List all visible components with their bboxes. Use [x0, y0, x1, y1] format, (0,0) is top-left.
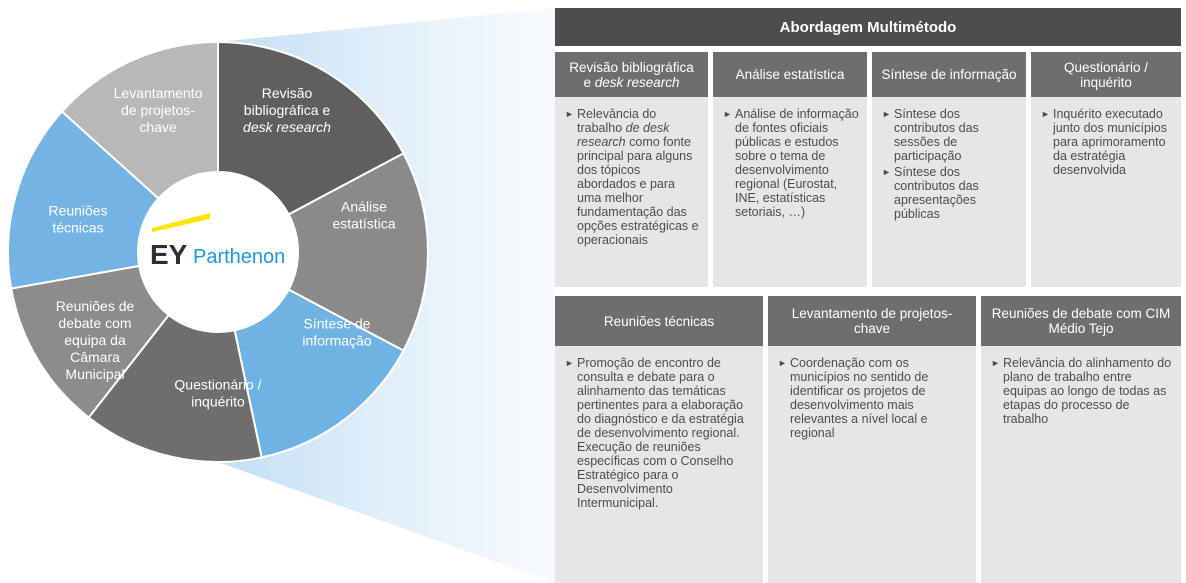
card-title: Reuniões de debate com CIM Médio Tejo [981, 296, 1181, 346]
card-levantamento: Levantamento de projetos-chave ►Coordena… [768, 296, 976, 583]
card-body: ►Coordenação com os municípios no sentid… [768, 346, 976, 583]
bullet-item: ►Coordenação com os municípios no sentid… [778, 356, 929, 440]
bullet-arrow-icon: ► [1041, 109, 1050, 119]
card-body: ►Relevância do trabalho de desk research… [555, 97, 708, 287]
card-title: Síntese de informação [872, 52, 1026, 97]
bullet-item: ►Relevância do trabalho de desk research… [565, 107, 699, 247]
card-body: ►Análise de informação de fontes oficiai… [713, 97, 867, 287]
card-title: Reuniões técnicas [555, 296, 763, 346]
card-sintese: Síntese de informação ►Síntese dos contr… [872, 52, 1026, 287]
bullet-item: ►Síntese dos contributos das sessões de … [882, 107, 979, 163]
bullet-arrow-icon: ► [565, 358, 574, 368]
ey-logo-bar [152, 213, 210, 232]
wheel-label-questionario: Questionário /inquérito [174, 377, 261, 410]
card-title: Análise estatística [713, 52, 867, 97]
card-title: Questionário / inquérito [1031, 52, 1181, 97]
bullet-arrow-icon: ► [723, 109, 732, 119]
bullet-arrow-icon: ► [778, 358, 787, 368]
card-analise: Análise estatística ►Análise de informaç… [713, 52, 867, 287]
card-reunioes-tecnicas: Reuniões técnicas ►Promoção de encontro … [555, 296, 763, 583]
card-reunioes-debate: Reuniões de debate com CIM Médio Tejo ►R… [981, 296, 1181, 583]
card-body: ►Síntese dos contributos das sessões de … [872, 97, 1026, 287]
bullet-arrow-icon: ► [882, 109, 891, 119]
card-title: Levantamento de projetos-chave [768, 296, 976, 346]
card-body: ►Relevância do alinhamento do plano de t… [981, 346, 1181, 583]
bullet-arrow-icon: ► [882, 167, 891, 177]
logo-parthenon-text: Parthenon [193, 246, 285, 268]
logo-ey-text: EY [150, 239, 188, 270]
bullet-item: ►Análise de informação de fontes oficiai… [723, 107, 859, 219]
bullet-item: ►Relevância do alinhamento do plano de t… [991, 356, 1172, 426]
card-questionario: Questionário / inquérito ►Inquérito exec… [1031, 52, 1181, 287]
bullet-item: ►Promoção de encontro de consulta e deba… [565, 356, 744, 510]
card-body: ►Inquérito executado junto dos município… [1031, 97, 1181, 287]
bullet-arrow-icon: ► [565, 109, 574, 119]
wheel-segment-levantamento [60, 40, 219, 200]
approach-header: Abordagem Multimétodo [555, 8, 1181, 46]
bullet-item: ►Inquérito executado junto dos município… [1041, 107, 1167, 177]
ey-logo: EY Parthenon [150, 213, 285, 270]
logo-circle [138, 172, 298, 332]
approach-title: Abordagem Multimétodo [779, 18, 957, 36]
bullet-arrow-icon: ► [991, 358, 1000, 368]
bullet-item: ►Síntese dos contributos das apresentaçõ… [882, 165, 979, 221]
card-body: ►Promoção de encontro de consulta e deba… [555, 346, 763, 583]
